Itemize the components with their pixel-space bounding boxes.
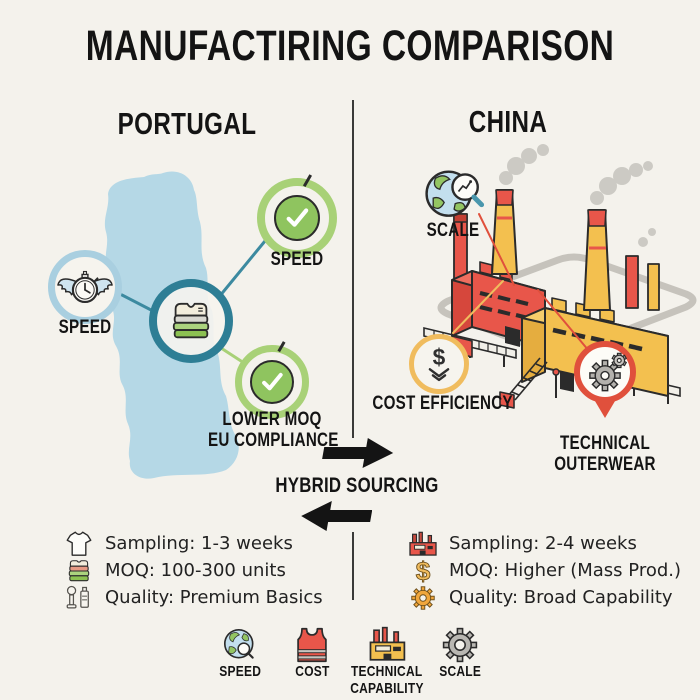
vest-icon [297, 627, 327, 663]
speed-right-label: SPEED [270, 249, 324, 270]
tech-label-line1: TECHNICAL [560, 433, 650, 454]
fact-text: Quality: Broad Capability [449, 587, 673, 608]
cost-callout-circle: $ [409, 334, 469, 394]
folded-clothes-icon [62, 558, 96, 584]
connector-lines [120, 213, 590, 363]
factory-icon [406, 531, 440, 557]
fact-text: MOQ: Higher (Mass Prod.) [449, 560, 682, 581]
legend-scale: SCALE [412, 626, 508, 681]
moq-label: LOWER MOQ EU COMPLIANCE [208, 409, 339, 451]
china-fact-sampling: Sampling: 2-4 weeks [406, 530, 637, 557]
fact-text: Quality: Premium Basics [105, 587, 323, 608]
legend-label: SPEED [219, 663, 261, 680]
cost-efficiency-label: COST EFFICIENCY [372, 393, 513, 414]
legend-label-line2: CAPABILITY [350, 679, 424, 697]
dollar-arrow-icon: $ [428, 344, 450, 382]
moq-label-line2: EU COMPLIANCE [208, 429, 339, 451]
china-fact-moq: $ MOQ: Higher (Mass Prod.) [406, 557, 682, 585]
hybrid-sourcing-label: HYBRID SOURCING [275, 474, 439, 497]
center-divider-top [352, 100, 354, 438]
dollar-icon: $ [406, 557, 440, 585]
winged-stopwatch-icon [57, 270, 113, 304]
gear-icon [442, 627, 478, 663]
legend-label: TECHNICAL [351, 663, 423, 680]
china-heading: CHINA [468, 104, 548, 139]
center-divider-bottom [352, 532, 354, 600]
tshirt-icon [62, 531, 96, 557]
folded-clothes-icon [172, 302, 210, 339]
gear-icon [406, 585, 440, 611]
fact-text: Sampling: 2-4 weeks [449, 533, 637, 554]
portugal-fact-quality: Quality: Premium Basics [62, 584, 323, 611]
globe-magnifier-icon [425, 170, 485, 217]
page-title: MANUFACTIRING COMPARISON [85, 22, 615, 70]
portugal-fact-moq: MOQ: 100-300 units [62, 557, 286, 584]
checkmark-icon [286, 208, 309, 227]
scale-callout [420, 164, 486, 235]
arrow-right-icon [322, 438, 394, 468]
arrow-left-icon [301, 501, 372, 531]
factory-illustration [451, 189, 669, 409]
chimney-smoke [499, 144, 656, 247]
legend-speed: SPEED [192, 626, 288, 681]
tech-label-line2: OUTERWEAR [554, 453, 656, 475]
gears-icon [589, 352, 628, 392]
svg-text:$: $ [416, 557, 431, 585]
legend-technical-capability: TECHNICAL CAPABILITY [339, 626, 435, 697]
folded-clothes-circle [149, 279, 233, 363]
tech-callout-circle [574, 341, 636, 403]
scale-label: SCALE [426, 220, 480, 241]
technical-outerwear-label: TECHNICAL OUTERWEAR [541, 433, 669, 475]
moq-label-line1: LOWER MOQ [222, 409, 322, 430]
fact-text: Sampling: 1-3 weeks [105, 533, 293, 554]
legend-cost: COST [264, 626, 360, 681]
fact-text: MOQ: 100-300 units [105, 560, 286, 581]
moq-check-circle [235, 341, 309, 419]
checkmark-icon [262, 372, 283, 391]
china-fact-quality: Quality: Broad Capability [406, 584, 673, 611]
speed-callout-circle [48, 250, 122, 324]
legend-label: COST [294, 663, 330, 680]
garment-care-icon [62, 585, 96, 611]
speed-left-label: SPEED [58, 317, 112, 338]
speed-check-circle [257, 174, 337, 258]
portugal-fact-sampling: Sampling: 1-3 weeks [62, 530, 293, 557]
globe-magnifier-icon [223, 628, 254, 659]
portugal-heading: PORTUGAL [117, 106, 257, 141]
legend-label: SCALE [439, 663, 481, 680]
svg-text:$: $ [433, 344, 446, 370]
factory-icon [369, 626, 406, 661]
